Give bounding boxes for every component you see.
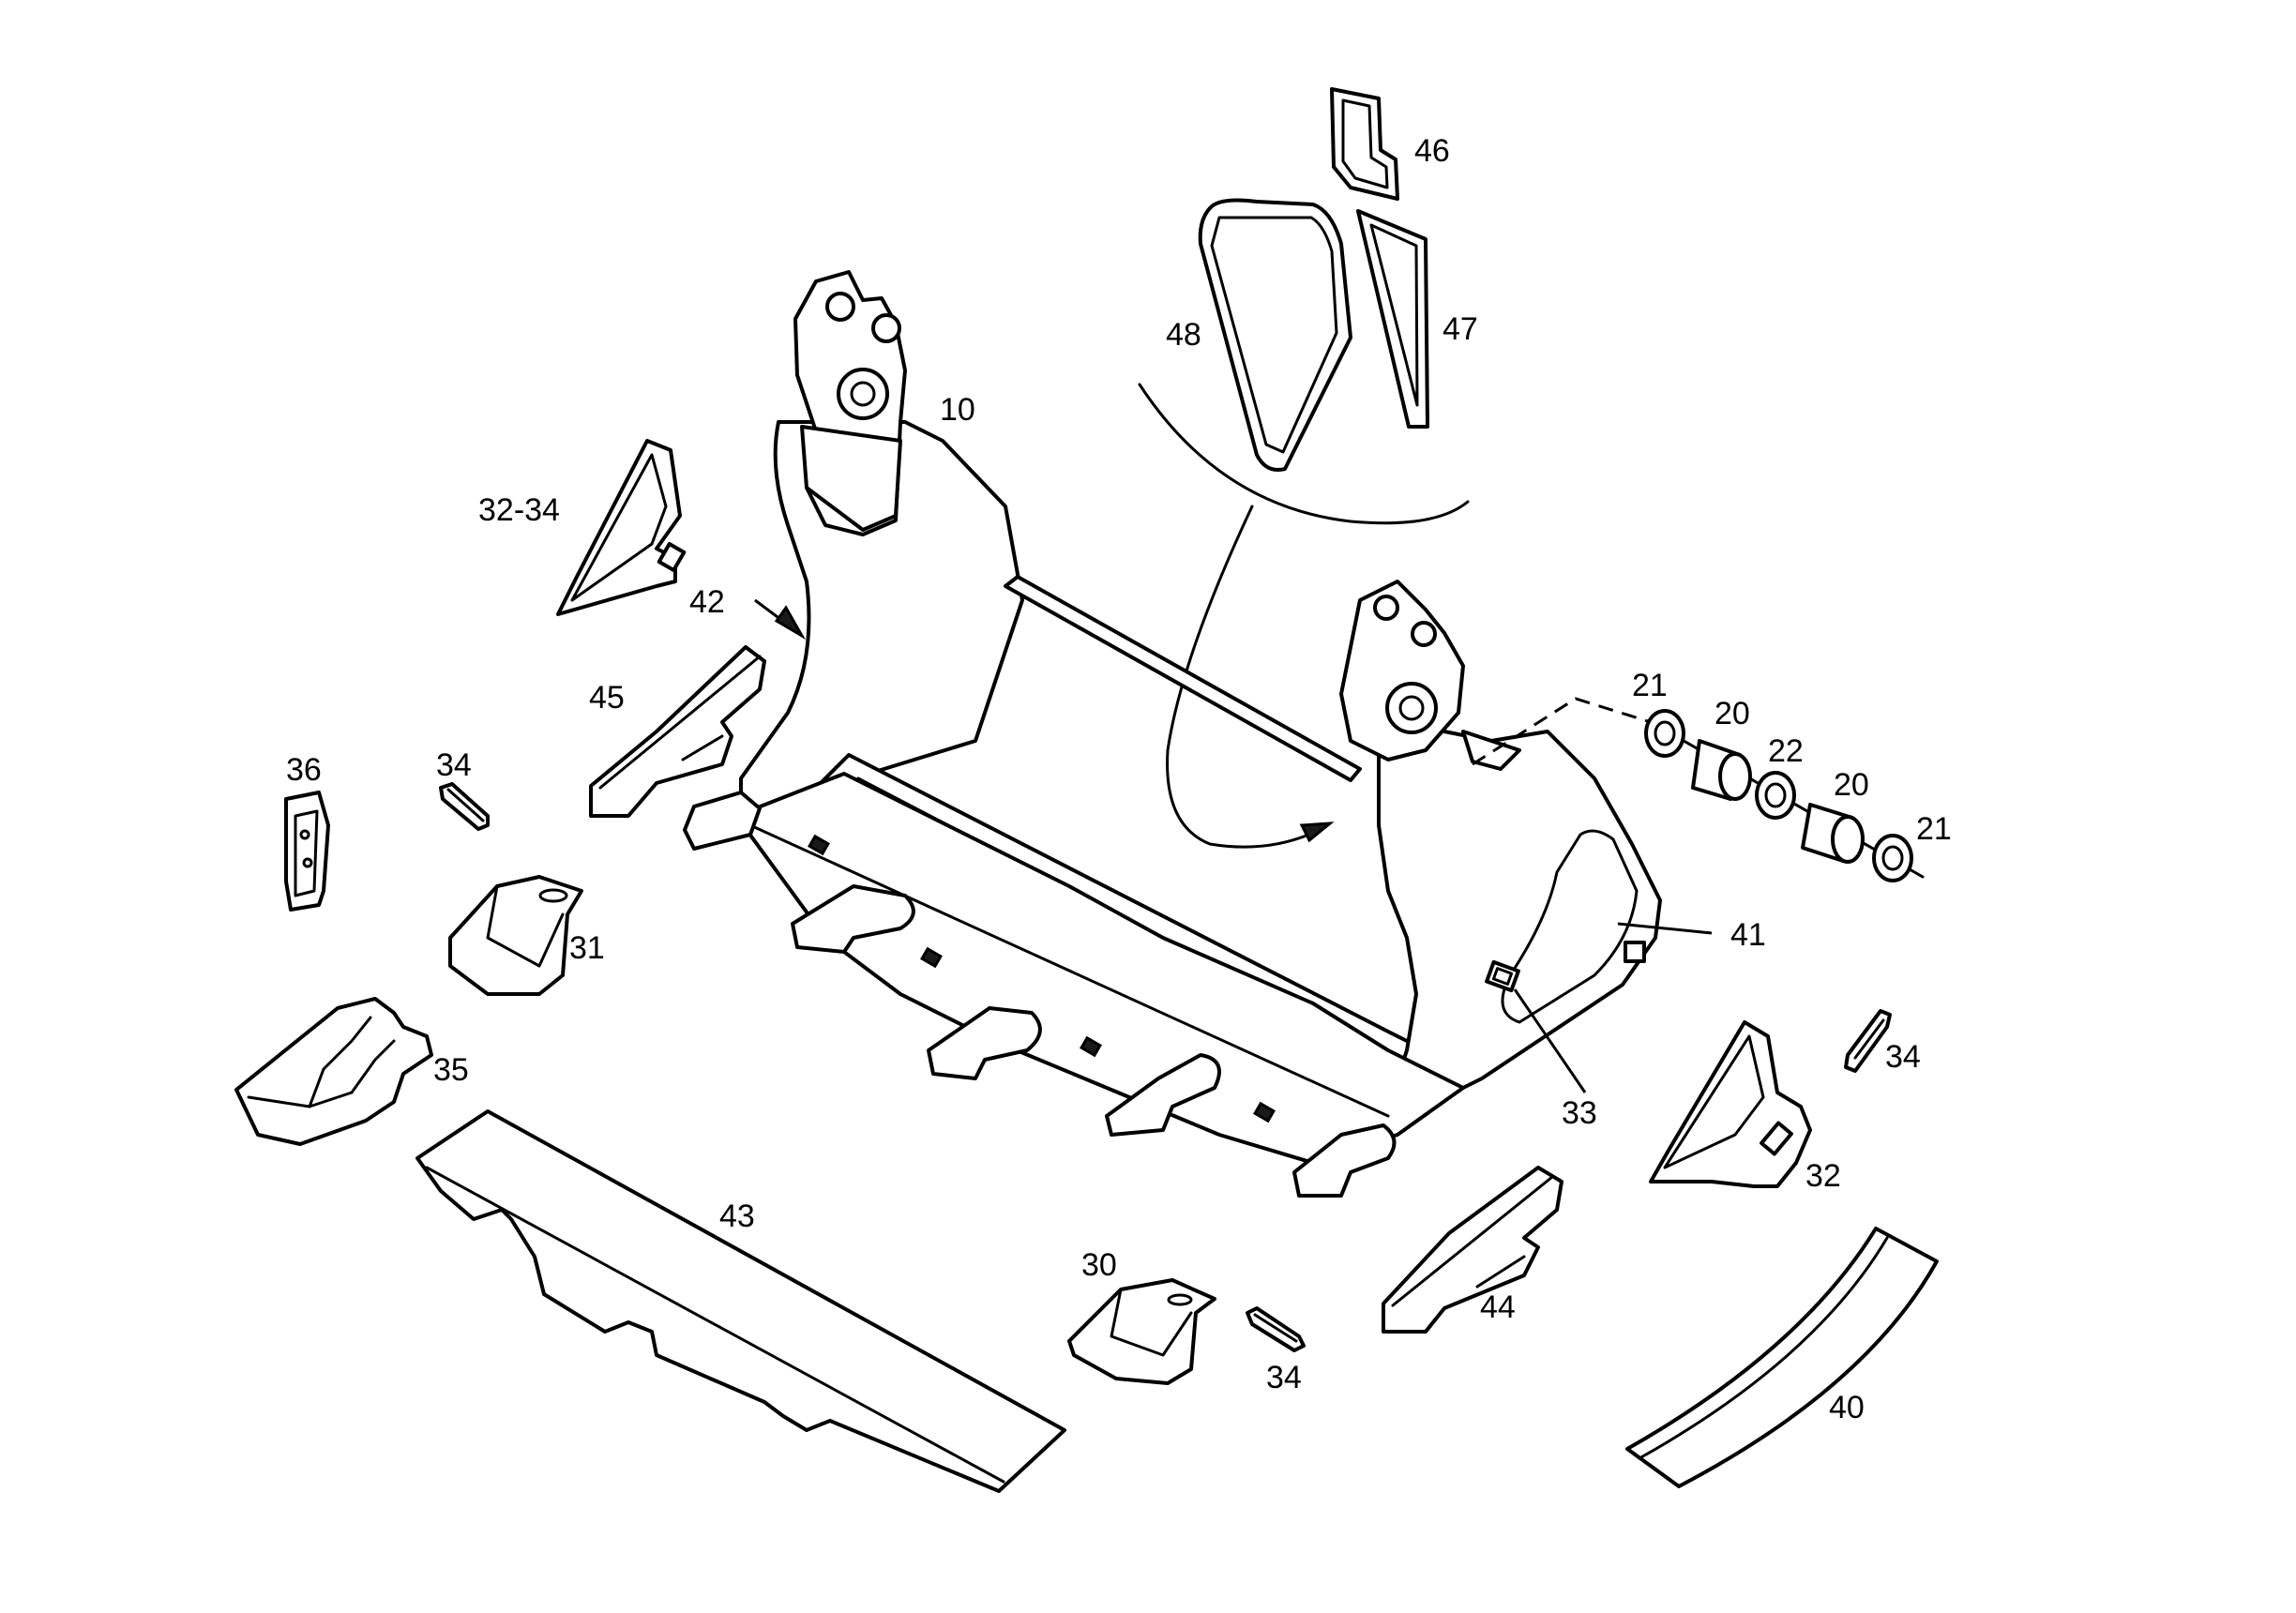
bucket-body — [683, 270, 1662, 1198]
leader-33 — [1513, 988, 1587, 1093]
leader-41 — [1617, 922, 1713, 935]
transfer-arrow-head — [1299, 822, 1335, 843]
part-21-ring-lower — [1872, 834, 1913, 882]
label-45: 45 — [589, 680, 625, 716]
pin-assembly — [1472, 697, 1925, 882]
label-48: 48 — [1166, 317, 1201, 353]
label-34-bottom: 34 — [1266, 1360, 1302, 1395]
label-32: 32 — [1805, 1158, 1841, 1194]
label-34-left: 34 — [436, 747, 472, 783]
part-48-seal — [1198, 198, 1352, 472]
tooth-5 — [1292, 1123, 1397, 1198]
part-45-wear-block — [589, 645, 766, 818]
label-36: 36 — [286, 752, 322, 788]
part-34-pin-bottom — [1246, 1306, 1306, 1352]
label-22: 22 — [1768, 733, 1804, 769]
label-46: 46 — [1414, 133, 1450, 169]
tooth-1 — [683, 791, 762, 851]
label-40: 40 — [1829, 1390, 1865, 1425]
label-41: 41 — [1730, 917, 1766, 953]
part-47-seal — [1356, 209, 1429, 429]
label-31: 31 — [569, 930, 605, 966]
part-34-pin-right — [1844, 1009, 1892, 1073]
part-44-wear-block — [1382, 1166, 1563, 1334]
part-30-tooth-cap — [1067, 1278, 1216, 1385]
label-43: 43 — [719, 1198, 755, 1234]
label-44: 44 — [1480, 1289, 1516, 1325]
label-30: 30 — [1081, 1247, 1117, 1283]
part-22-ring — [1755, 771, 1796, 820]
label-20-lower: 20 — [1834, 767, 1869, 803]
label-33: 33 — [1562, 1095, 1597, 1131]
part-20-bushing-upper — [1691, 739, 1752, 801]
label-32-34: 32-34 — [478, 492, 560, 528]
part-21-ring-upper — [1644, 709, 1685, 758]
part-36-adapter — [284, 791, 330, 912]
label-10: 10 — [940, 392, 975, 428]
part-31-tooth-cap — [448, 875, 583, 996]
transfer-arrow-curve — [1166, 505, 1315, 849]
label-34-right: 34 — [1885, 1039, 1921, 1075]
part-32-tooth-right — [1649, 1020, 1812, 1188]
part-20-bushing-lower — [1801, 803, 1865, 864]
label-42: 42 — [689, 584, 725, 620]
cab-outline-curve — [1138, 383, 1470, 525]
label-21-lower: 21 — [1916, 811, 1952, 847]
leader-42-arrow — [774, 605, 807, 641]
tooth-3 — [927, 1006, 1042, 1080]
label-21-upper: 21 — [1632, 668, 1668, 703]
part-32-34-tooth — [556, 439, 687, 616]
tooth-4 — [1105, 1053, 1221, 1137]
label-20-upper: 20 — [1714, 696, 1750, 731]
part-40-wear-strip — [1625, 1227, 1939, 1488]
part-46-seal — [1330, 87, 1399, 201]
label-47: 47 — [1443, 311, 1478, 347]
part-35-adapter — [234, 997, 433, 1146]
part-43-wear-strip — [415, 1109, 1066, 1493]
part-34-pin-left — [439, 782, 490, 831]
label-35: 35 — [433, 1052, 469, 1088]
tooth-2 — [791, 884, 915, 954]
